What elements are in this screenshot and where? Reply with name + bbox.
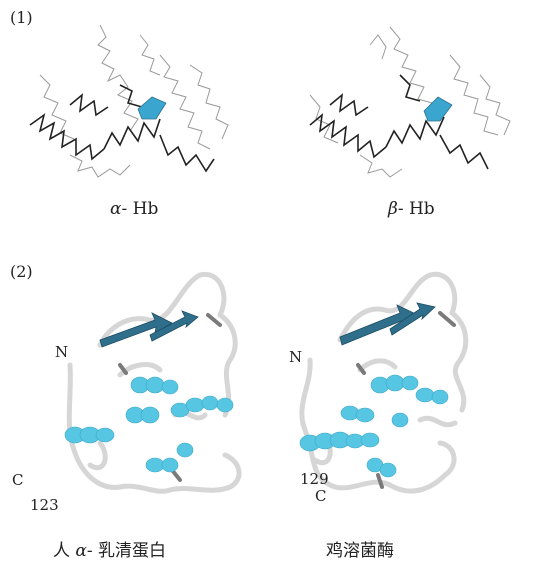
left-residue-count: 123 [30,496,59,514]
lysozyme-structure [299,271,469,494]
lysozyme-caption: 鸡溶菌酶 [326,541,394,561]
right-n-terminus-label: N [289,348,303,366]
caption-lactalbumin: - 乳清蛋白 [86,541,167,561]
beta-hb-caption: β- Hb [388,199,435,219]
caption-human: 人 [53,541,70,561]
caption-alpha-symbol: α [75,541,87,561]
alpha-lactalbumin-structure [64,271,242,494]
panel-2-label: (2) [10,262,33,281]
beta-symbol: β [388,199,398,219]
heme-group [137,96,167,120]
right-c-terminus-label: C [315,487,327,505]
alpha-hb-caption: α- Hb [110,199,158,219]
panel-1-label: (1) [10,8,33,27]
alpha-hemoglobin-structure [29,24,229,178]
left-n-terminus-label: N [55,343,69,361]
alpha-hb-text: - Hb [121,199,159,219]
alpha-symbol: α [110,199,122,219]
heme-group [423,96,453,122]
left-c-terminus-label: C [12,471,24,489]
beta-hemoglobin-structure [309,26,511,178]
beta-hb-text: - Hb [397,199,435,219]
right-residue-count: 129 [300,470,329,488]
alpha-lactalbumin-caption: 人 α- 乳清蛋白 [53,536,166,561]
